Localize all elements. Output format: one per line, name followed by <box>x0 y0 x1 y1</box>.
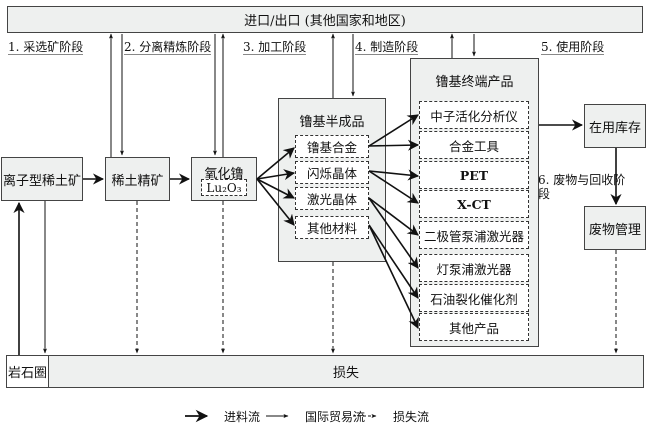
terminal-item: 灯泵浦激光器 <box>419 254 529 282</box>
flow-oxide-to-laser <box>256 178 295 199</box>
flow-oxide-to-alloy <box>256 147 295 180</box>
node-in-use-stock: 在用库存 <box>584 104 646 148</box>
node-ion-adsorption-ore-label: 离子型稀土矿 <box>2 173 81 189</box>
legend: 进料流 国际贸易流 损失流 <box>180 405 480 425</box>
terminal-item: 其他产品 <box>419 313 529 341</box>
node-waste-management-label: 废物管理 <box>588 222 641 238</box>
node-lutetium-oxide-formula: Lu₂O₃ <box>201 179 247 196</box>
semi-item-laser-crystal: 激光晶体 <box>295 187 369 210</box>
terminal-item-label: PET <box>459 167 489 183</box>
semi-item-scintillation-crystal: 闪烁晶体 <box>295 161 369 184</box>
stage-label-use: 5. 使用阶段 <box>541 40 605 55</box>
semi-item-label: 激光晶体 <box>306 192 357 207</box>
import-export-bar: 进口/出口 (其他国家和地区) <box>7 6 643 33</box>
semi-item-lutetium-alloy: 镥基合金 <box>295 135 369 158</box>
flow-oxide-to-scint <box>256 169 296 181</box>
node-rare-earth-concentrate-label: 稀土精矿 <box>111 173 164 189</box>
semi-item-label: 闪烁晶体 <box>306 166 357 181</box>
terminal-item: 中子活化分析仪 <box>419 101 529 129</box>
stage-label-waste-text: 6. 废物与回收阶段 <box>538 173 626 201</box>
terminal-item-label: 二极管泵浦激光器 <box>423 228 524 244</box>
legend-loss-flow: 损失流 <box>393 410 430 424</box>
semi-item-label: 其他材料 <box>306 221 357 236</box>
legend-swatches <box>185 409 377 423</box>
legend-feed-flow: 进料流 <box>224 410 261 424</box>
terminal-item: X-CT <box>419 190 529 218</box>
node-lutetium-oxide-label: 氧化镥 <box>204 167 244 182</box>
stage-label-processing: 3. 加工阶段 <box>243 40 307 55</box>
terminal-item-label: 其他产品 <box>448 320 499 336</box>
flow-laser-to-diode <box>368 197 419 236</box>
stage-label-mining: 1. 采选矿阶段 <box>8 40 84 55</box>
flow-laser-to-lamp <box>368 197 419 269</box>
formula-label: Lu₂O₃ <box>206 180 242 195</box>
stage-label-manufacturing: 4. 制造阶段 <box>355 40 419 55</box>
terminal-item: PET <box>419 161 529 189</box>
terminal-item-label: 合金工具 <box>448 138 499 154</box>
flow-oxide-to-other <box>256 178 295 226</box>
stage-label-waste-recycling: 6. 废物与回收阶段 <box>538 173 630 201</box>
lithosphere-label: 岩石圈 <box>7 366 47 381</box>
terminal-item-label: 中子活化分析仪 <box>430 108 518 124</box>
semi-item-label: 镥基合金 <box>306 140 357 155</box>
terminal-item: 二极管泵浦激光器 <box>419 221 529 249</box>
flow-scint-to-pet <box>368 169 420 181</box>
terminal-products-title: 镥基终端产品 <box>435 75 514 90</box>
flow-scint-to-xct <box>368 170 419 204</box>
node-ion-adsorption-ore: 离子型稀土矿 <box>1 157 83 201</box>
node-rare-earth-concentrate: 稀土精矿 <box>105 157 170 201</box>
semi-finished-title: 镥基半成品 <box>299 115 365 130</box>
loss-bar: 损失 <box>48 355 644 388</box>
flow-other-to-catalyst <box>368 224 419 299</box>
node-in-use-stock-label: 在用库存 <box>588 120 641 136</box>
stage-label-refining: 2. 分离精炼阶段 <box>124 40 212 55</box>
import-export-label: 进口/出口 (其他国家和地区) <box>244 14 406 29</box>
terminal-item-label: X-CT <box>457 196 491 212</box>
terminal-item-label: 灯泵浦激光器 <box>436 261 512 277</box>
flow-other-to-other-products <box>368 224 419 330</box>
legend-trade-flow: 国际贸易流 <box>305 410 366 424</box>
node-waste-management: 废物管理 <box>584 206 646 250</box>
loss-label: 损失 <box>332 366 359 381</box>
terminal-item: 石油裂化催化剂 <box>419 284 529 312</box>
semi-item-other-materials: 其他材料 <box>295 216 369 239</box>
terminal-item-label: 石油裂化催化剂 <box>430 291 518 307</box>
lithosphere-box: 岩石圈 <box>6 355 49 388</box>
flow-alloy-to-naa <box>368 114 419 147</box>
flow-alloy-to-tools <box>368 139 420 151</box>
terminal-item: 合金工具 <box>419 131 529 159</box>
